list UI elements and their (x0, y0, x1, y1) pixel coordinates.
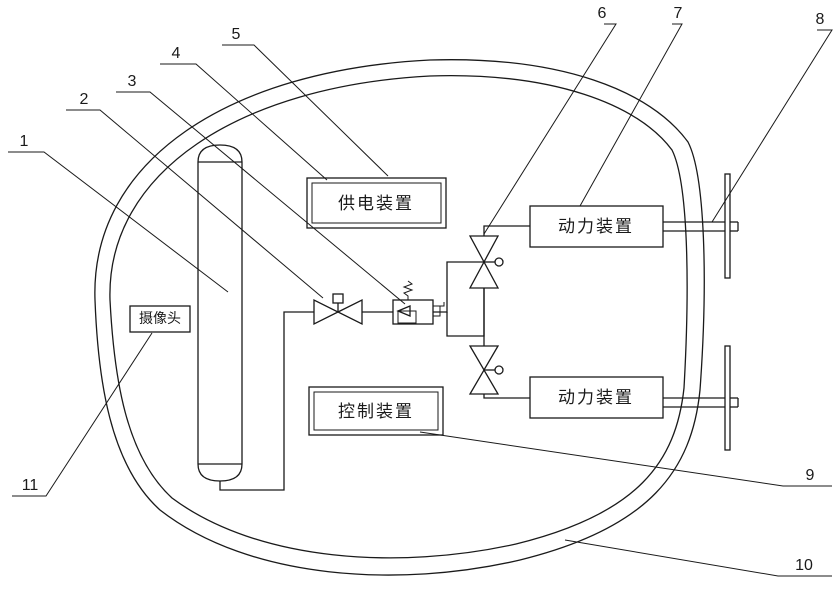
tank (197, 144, 243, 482)
callout-8: 8 (816, 11, 825, 28)
callout-11: 11 (22, 477, 39, 494)
callout-1: 1 (20, 133, 29, 150)
hull-inner (109, 75, 688, 559)
power-supply-box-outer (306, 177, 447, 229)
control-device-box-inner (313, 391, 439, 431)
power-device-top-label: 动力装置 (558, 217, 634, 237)
callout-2: 2 (80, 91, 89, 108)
power-supply-label: 供电装置 (338, 194, 414, 214)
callout-10: 10 (795, 557, 813, 574)
pipe-tank-outlet (219, 311, 314, 491)
callout-3: 3 (128, 73, 137, 90)
stop-valve (313, 293, 363, 326)
propeller-bottom (663, 345, 739, 451)
propeller-top (663, 173, 739, 279)
power-supply-box-inner (311, 182, 442, 224)
power-device-bottom-label: 动力装置 (558, 388, 634, 408)
callout-5: 5 (232, 26, 241, 43)
camera-box (129, 305, 191, 333)
pressure-regulator (392, 280, 445, 325)
pipe-to-power-top (483, 225, 530, 236)
pipe-to-power-bottom (483, 394, 530, 399)
solenoid-valve-lower (468, 345, 504, 395)
callout-9: 9 (806, 467, 815, 484)
pipe-to-manifold (433, 261, 484, 313)
hull-outer (94, 59, 705, 576)
power-device-top-box (529, 205, 664, 248)
leader-lines (8, 23, 833, 577)
camera-label: 摄像头 (139, 311, 181, 327)
callout-6: 6 (598, 5, 607, 22)
callout-7: 7 (674, 5, 683, 22)
control-device-label: 控制装置 (338, 402, 414, 422)
callout-4: 4 (172, 45, 181, 62)
control-device-box-outer (308, 386, 444, 436)
